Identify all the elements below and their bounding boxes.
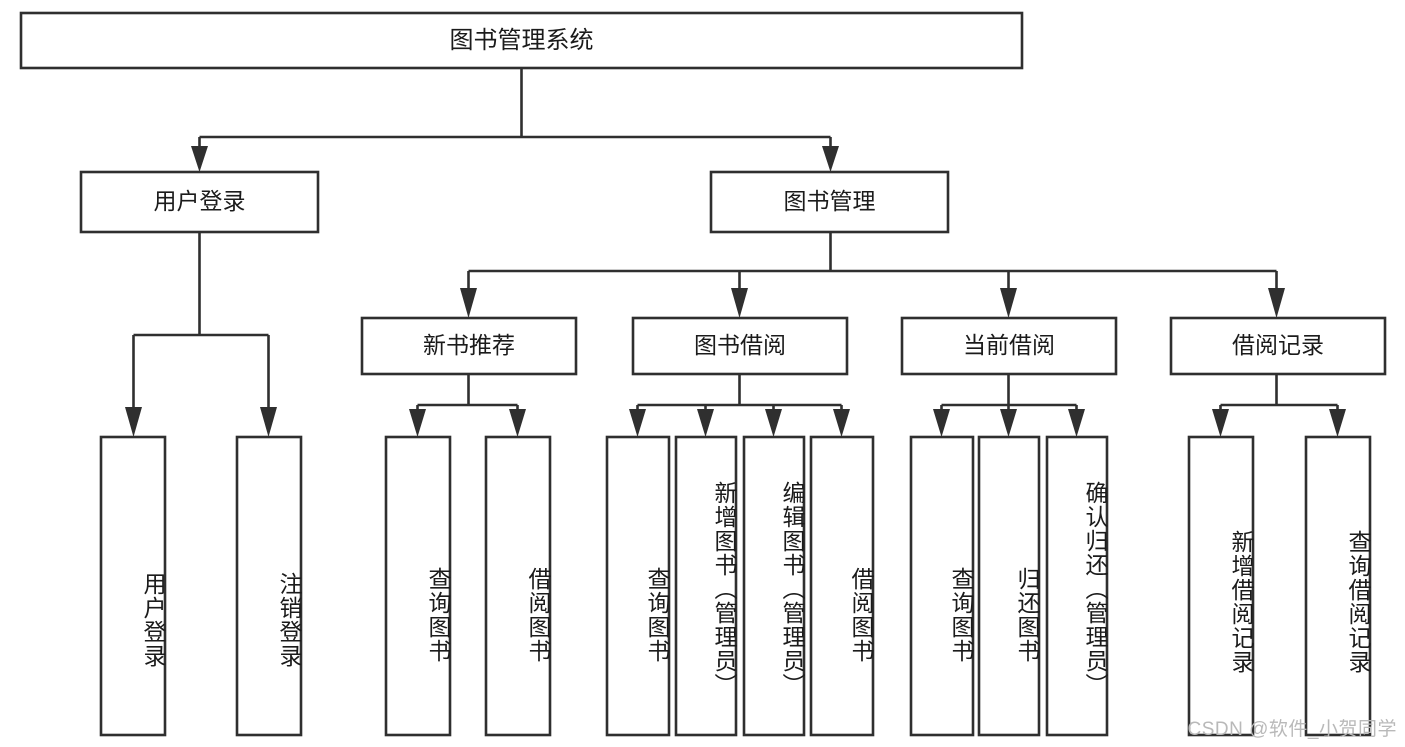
leaf-box-borrow-book-1[interactable] [484, 435, 552, 737]
node-book-management[interactable] [709, 170, 950, 234]
leaf-box-return-book[interactable] [977, 435, 1041, 737]
connector-group-book-management-to-level3 [460, 232, 1285, 318]
leaf-box-query-book-3[interactable] [909, 435, 975, 737]
node-new-book-recommend[interactable] [360, 316, 578, 376]
arrow-leaf-query-book-1 [409, 409, 426, 437]
leaf-box-query-book-2[interactable] [605, 435, 671, 737]
node-book-management-label: 图书管理 [784, 188, 876, 214]
arrow-leaf-return-book [1000, 409, 1017, 437]
arrow-leaf-query-book-3 [933, 409, 950, 437]
node-user-login-label: 用户登录 [154, 188, 246, 214]
connector-group-current-borrow-leaves [933, 374, 1085, 437]
leaf-box-add-record[interactable] [1187, 435, 1255, 737]
connector-group-user-login-leaves [125, 232, 277, 437]
node-book-borrow[interactable] [631, 316, 849, 376]
arrow-leaf-query-record [1329, 409, 1346, 437]
arrow-leaf-user-login [125, 407, 142, 437]
arrow-leaf-user-logout [260, 407, 277, 437]
node-borrow-record-label: 借阅记录 [1232, 332, 1324, 358]
leaf-box-confirm-return[interactable] [1045, 435, 1109, 737]
arrow-current-borrow [1000, 288, 1017, 318]
arrow-book-borrow [731, 288, 748, 318]
leaf-box-edit-book[interactable] [742, 435, 806, 737]
connector-group-book-borrow-leaves [629, 374, 850, 437]
arrow-leaf-add-book [697, 409, 714, 437]
leaf-box-query-book-1[interactable] [384, 435, 452, 737]
node-current-borrow[interactable] [900, 316, 1118, 376]
arrow-leaf-edit-book [765, 409, 782, 437]
arrow-leaf-query-book-2 [629, 409, 646, 437]
connector-group-borrow-record-leaves [1212, 374, 1346, 437]
leaf-box-add-book[interactable] [674, 435, 738, 737]
arrow-borrow-record [1268, 288, 1285, 318]
leaf-box-query-record[interactable] [1304, 435, 1372, 737]
arrow-leaf-borrow-book-2 [833, 409, 850, 437]
connector-group-new-book-leaves [409, 374, 526, 437]
connector-group-root-to-level2 [191, 68, 839, 172]
arrow-user-login [191, 146, 208, 172]
node-book-borrow-label: 图书借阅 [694, 332, 786, 358]
leaf-box-user-logout[interactable] [235, 435, 303, 737]
leaf-box-user-login[interactable] [99, 435, 167, 737]
watermark-text: CSDN @软件_小贺同学 [1187, 719, 1397, 740]
node-root-label: 图书管理系统 [450, 27, 594, 54]
node-current-borrow-label: 当前借阅 [963, 332, 1055, 358]
node-borrow-record[interactable] [1169, 316, 1387, 376]
arrow-leaf-confirm-return [1068, 409, 1085, 437]
arrow-new-book-recommend [460, 288, 477, 318]
arrow-book-management [822, 146, 839, 172]
arrow-leaf-borrow-book-1 [509, 409, 526, 437]
node-user-login[interactable] [79, 170, 320, 234]
node-new-book-recommend-label: 新书推荐 [423, 332, 515, 358]
leaf-box-borrow-book-2[interactable] [809, 435, 875, 737]
arrow-leaf-add-record [1212, 409, 1229, 437]
node-root-book-management-system[interactable] [19, 11, 1024, 70]
